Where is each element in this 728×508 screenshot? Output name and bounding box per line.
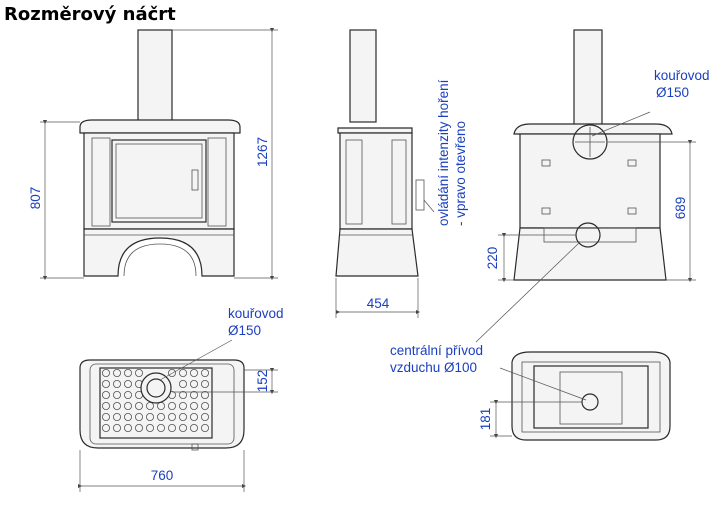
grille-hole [134, 368, 143, 377]
back-flue-outlet [572, 124, 608, 160]
grille-hole [113, 390, 122, 399]
grille-hole [189, 390, 198, 399]
back-view [498, 29, 696, 283]
front-view [40, 27, 278, 281]
side-base [335, 228, 419, 277]
grille-hole [189, 401, 198, 410]
grille-hole [178, 401, 187, 410]
grille-hole [124, 390, 133, 399]
top-grille [99, 367, 213, 439]
bottom-air-label-line2: vzduchu Ø100 [390, 360, 477, 375]
grille-hole [178, 379, 187, 388]
front-height-total-label: 1267 [255, 137, 270, 167]
grille-hole [124, 401, 133, 410]
grille-hole [102, 412, 111, 421]
grille-hole [113, 379, 122, 388]
grille-hole [145, 412, 154, 421]
grille-hole [178, 423, 187, 432]
grille-hole [200, 379, 209, 388]
grille-hole [200, 390, 209, 399]
grille-hole [178, 390, 187, 399]
grille-hole [178, 368, 187, 377]
top-flue-outlet [140, 372, 172, 404]
grille-hole [189, 412, 198, 421]
grille-hole [189, 423, 198, 432]
bottom-outline [511, 351, 671, 441]
grille-hole [134, 412, 143, 421]
grille-hole [167, 423, 176, 432]
side-top-plate [337, 127, 413, 134]
front-body [83, 132, 235, 230]
grille-hole [113, 412, 122, 421]
side-control-lever [415, 179, 425, 211]
grille-hole [200, 423, 209, 432]
top-outline [79, 359, 245, 449]
grille-hole [113, 368, 122, 377]
top-width-label: 760 [151, 468, 174, 483]
side-view [335, 29, 435, 318]
grille-hole [178, 412, 187, 421]
side-body [339, 132, 413, 230]
grille-hole [200, 412, 209, 421]
grille-hole [102, 390, 111, 399]
front-door-glass [111, 139, 207, 223]
grille-hole [189, 379, 198, 388]
grille-hole [167, 401, 176, 410]
top-flue-diameter: Ø150 [228, 323, 261, 338]
grille-hole [156, 412, 165, 421]
grille-hole [200, 368, 209, 377]
front-top-plate [79, 119, 241, 134]
side-width-label: 454 [367, 296, 390, 311]
top-flue-offset-label: 152 [255, 370, 270, 393]
front-base [83, 228, 235, 277]
control-note-line1: ovládání intenzity hoření [436, 79, 451, 226]
grille-hole [134, 401, 143, 410]
side-flue-pipe [349, 29, 377, 123]
top-view [77, 339, 278, 492]
grille-hole [113, 423, 122, 432]
grille-hole [102, 423, 111, 432]
grille-hole [167, 368, 176, 377]
back-base [513, 227, 667, 281]
bottom-frame [533, 365, 649, 429]
grille-hole [124, 368, 133, 377]
back-flue-height-label: 689 [673, 197, 688, 220]
back-flue-diameter: Ø150 [656, 85, 689, 100]
back-air-height-label: 220 [485, 247, 500, 270]
grille-hole [102, 401, 111, 410]
front-height-body-label: 807 [28, 187, 43, 210]
page-title: Rozměrový náčrt [4, 4, 176, 25]
grille-hole [145, 423, 154, 432]
bottom-air-offset-label: 181 [478, 408, 493, 431]
grille-hole [156, 423, 165, 432]
bottom-air-label-line1: centrální přívod [390, 343, 483, 358]
back-flue-pipe [573, 29, 603, 127]
control-note-line2: - vpravo otevřeno [453, 121, 468, 226]
grille-hole [200, 401, 209, 410]
front-flue-pipe [137, 29, 173, 123]
grille-hole [124, 423, 133, 432]
grille-hole [124, 379, 133, 388]
grille-hole [134, 423, 143, 432]
grille-hole [167, 412, 176, 421]
grille-hole [102, 379, 111, 388]
top-grille-holes [102, 368, 209, 432]
top-flue-label: kouřovod [228, 306, 284, 321]
grille-hole [102, 368, 111, 377]
bottom-view [475, 241, 671, 441]
grille-hole [113, 401, 122, 410]
back-flue-label: kouřovod [654, 68, 710, 83]
grille-hole [189, 368, 198, 377]
back-top-plate [513, 123, 673, 135]
grille-hole [124, 412, 133, 421]
